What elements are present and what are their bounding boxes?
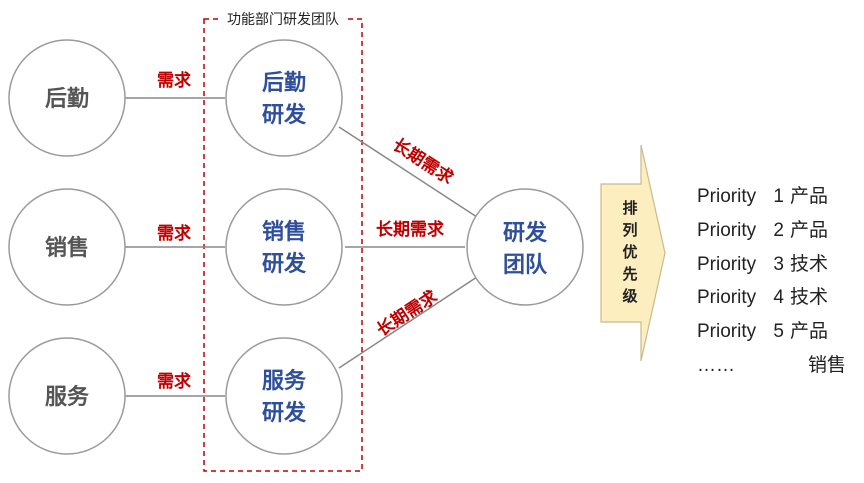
priority-row: Priority 1 产品 [697, 180, 860, 214]
long-term-label-sales: 长期需求 [376, 219, 444, 240]
rd-sales-line2: 研发 [262, 251, 307, 277]
priority-number: 3 [773, 253, 784, 275]
rd-node-service: 服务 研发 [225, 337, 343, 455]
prioritize-arrow: 排 列 优 先 级 [600, 144, 666, 362]
priority-category: 技术 [790, 287, 829, 309]
link-service-rd-team [338, 274, 481, 369]
ellipsis: …… [697, 354, 735, 376]
priority-number: 4 [773, 287, 784, 309]
priority-word: Priority [697, 287, 757, 309]
rd-node-sales: 销售 研发 [225, 188, 343, 306]
priority-row: Priority 4 技术 [697, 281, 860, 315]
rd-team-line1: 研发 [503, 220, 548, 246]
arrow-char-4: 先 [622, 265, 637, 283]
priority-row: Priority 2 产品 [697, 214, 860, 248]
demand-label-sales: 需求 [157, 223, 191, 244]
long-term-label-logistics: 长期需求 [389, 134, 457, 189]
rd-service-line1: 服务 [262, 369, 307, 394]
priority-category: 产品 [790, 186, 829, 207]
demand-label-service: 需求 [157, 371, 191, 392]
dept-node-sales: 销售 [8, 188, 126, 306]
priority-category: 技术 [790, 253, 829, 275]
link-logistics-rd-team [338, 126, 481, 220]
priority-number: 1 [773, 186, 784, 207]
dept-label-service: 服务 [45, 385, 90, 410]
priority-list: Priority 1 产品 Priority 2 产品 Priority 3 技… [697, 180, 860, 383]
priority-row-tail: …… 销售 [697, 349, 860, 383]
dept-label-logistics: 后勤 [45, 86, 89, 112]
rd-logistics-line2: 研发 [262, 102, 307, 128]
rd-sales-line1: 销售 [262, 219, 306, 245]
dept-node-logistics: 后勤 [8, 39, 126, 157]
rd-team-line2: 团队 [503, 253, 548, 278]
dept-label-sales: 销售 [45, 235, 89, 261]
rd-node-logistics: 后勤 研发 [225, 39, 343, 157]
priority-number: 2 [773, 219, 784, 241]
priority-category: 产品 [790, 219, 829, 241]
priority-row: Priority 5 产品 [697, 315, 860, 349]
rd-team-node: 研发 团队 [466, 188, 584, 306]
demand-label-logistics: 需求 [157, 70, 191, 91]
priority-category: 销售 [808, 354, 847, 376]
arrow-char-5: 级 [622, 287, 638, 305]
arrow-char-1: 排 [622, 199, 637, 217]
priority-category: 产品 [790, 321, 829, 343]
priority-word: Priority [697, 186, 757, 207]
rd-service-line2: 研发 [262, 400, 307, 426]
priority-word: Priority [697, 321, 757, 343]
long-term-label-service: 长期需求 [373, 286, 441, 341]
arrow-char-2: 列 [622, 221, 637, 239]
priority-word: Priority [697, 219, 757, 241]
priority-word: Priority [697, 253, 757, 275]
priority-number: 5 [773, 321, 784, 343]
arrow-char-3: 优 [622, 243, 637, 261]
team-frame [203, 18, 363, 472]
team-frame-label: 功能部门研发团队 [227, 12, 339, 28]
rd-logistics-line1: 后勤 [262, 70, 306, 96]
dept-node-service: 服务 [8, 337, 126, 455]
priority-row: Priority 3 技术 [697, 248, 860, 282]
